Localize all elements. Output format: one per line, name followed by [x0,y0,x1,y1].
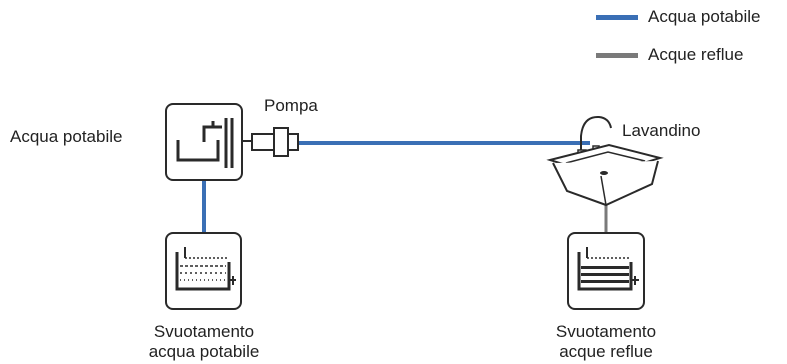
waste-drain-label: Svuotamento acque reflue [526,322,686,362]
waste-drain-label-line1: Svuotamento [555,322,657,341]
legend-item-waste: Acque reflue [596,45,743,65]
potable-drain-tank-icon [165,232,242,310]
potable-drain-label-line1: Svuotamento [153,322,255,341]
sink-label: Lavandino [622,121,701,140]
legend-label-waste: Acque reflue [648,45,744,64]
pump-label: Pompa [264,96,318,115]
pump-icon [242,127,299,157]
legend-swatch-potable [596,14,638,20]
legend-swatch-waste [596,52,638,58]
tank-label: Acqua potabile [10,127,123,146]
potable-drain-label: Svuotamento acqua potabile [124,322,284,362]
potable-drain-label-line2: acqua potabile [148,342,260,361]
waste-drain-label-line2: acque reflue [559,342,653,361]
potable-tank-icon [165,103,243,181]
waste-drain-tank-icon [567,232,645,310]
legend-label-potable: Acqua potabile [648,7,761,26]
legend-item-potable: Acqua potabile [596,7,760,27]
sink-icon [546,115,664,207]
